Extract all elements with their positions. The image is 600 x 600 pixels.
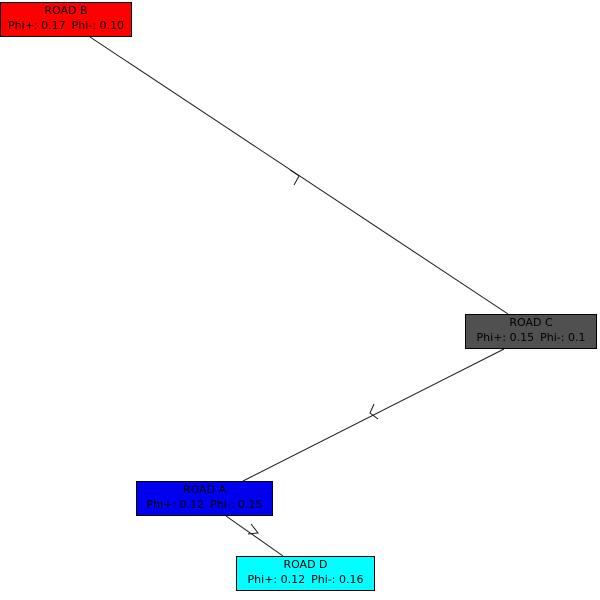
node-road-c[interactable]: ROAD C Phi+: 0.15 Phi-: 0.1 (465, 314, 597, 349)
phi-plus-value: Phi+: 0.12 (247, 573, 306, 586)
node-road-d[interactable]: ROAD D Phi+: 0.12 Phi-: 0.16 (236, 556, 375, 591)
phi-minus-value: Phi-: 0.16 (311, 573, 364, 586)
phi-plus-value: Phi+: 0.15 (476, 331, 535, 344)
node-label: ROAD B (44, 4, 88, 17)
node-scores: Phi+: 0.12 Phi-: 0.16 (237, 572, 374, 587)
node-label: ROAD A (182, 483, 227, 496)
edge-arrowhead (369, 403, 379, 420)
node-label: ROAD C (509, 316, 553, 329)
phi-plus-value: Phi+: 0.12 (146, 498, 205, 511)
edge-line (242, 348, 505, 482)
phi-minus-value: Phi-: 0.1 (540, 331, 586, 344)
edge-road-c-to-road-a (242, 348, 505, 482)
node-label: ROAD D (283, 558, 328, 571)
phi-plus-value: Phi+: 0.17 (8, 19, 66, 32)
node-scores: Phi+: 0.17 Phi-: 0.10 (1, 18, 131, 33)
node-road-b[interactable]: ROAD B Phi+: 0.17 Phi-: 0.10 (0, 2, 132, 37)
phi-minus-value: Phi-: 0.10 (71, 19, 124, 32)
node-scores: Phi+: 0.15 Phi-: 0.1 (466, 330, 596, 345)
edge-arrowhead (289, 169, 300, 186)
phi-minus-value: Phi-: 0.15 (210, 498, 263, 511)
edge-road-b-to-road-c (89, 36, 509, 315)
edge-road-a-to-road-d (225, 515, 284, 557)
edge-line (225, 515, 284, 557)
node-scores: Phi+: 0.12 Phi-: 0.15 (137, 497, 272, 512)
edge-arrowhead (247, 523, 259, 535)
node-road-a[interactable]: ROAD A Phi+: 0.12 Phi-: 0.15 (136, 481, 273, 516)
